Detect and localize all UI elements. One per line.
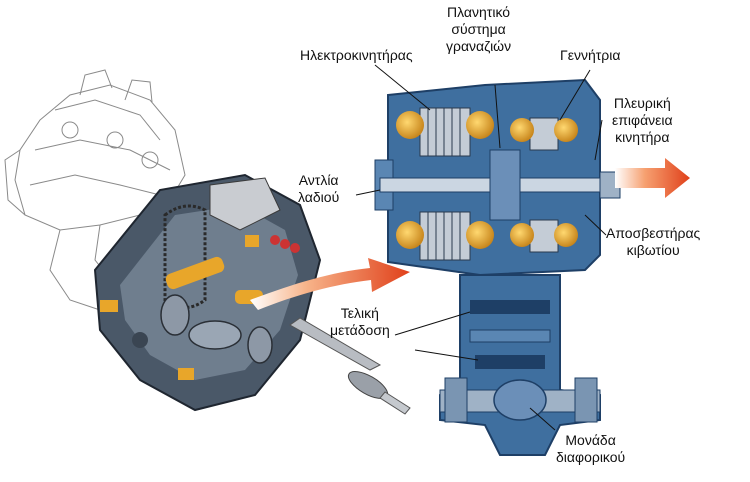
label-differential-line1: Μονάδα [565,432,616,448]
label-planetary-line2: σύστημα [451,21,506,37]
flow-arrow [250,258,410,310]
label-damper: Αποσβεστήρας κιβωτίου [606,225,700,259]
label-engine-side-line2: επιφάνεια [612,112,673,128]
label-motor: Ηλεκτροκινητήρας [300,47,413,64]
engine-side-arrow [615,158,690,198]
label-oil-pump: Αντλία λαδιού [298,172,339,206]
leader-lines [355,64,607,431]
label-final-drive: Τελική μετάδοση [330,305,390,339]
label-damper-line1: Αποσβεστήρας [606,225,701,241]
label-oil-pump-line1: Αντλία [298,172,339,188]
drive-shaft [289,317,411,415]
label-final-drive-line1: Τελική [340,305,379,321]
label-engine-side-line1: Πλευρική [613,95,671,111]
label-planetary-line3: γραναζιών [446,38,512,54]
sectional-view [374,78,621,456]
label-generator-text: Γεννήτρια [560,47,621,63]
label-final-drive-line2: μετάδοση [330,322,390,338]
label-generator: Γεννήτρια [560,47,620,64]
label-motor-text: Ηλεκτροκινητήρας [300,47,413,63]
transaxle-cutaway [93,173,322,412]
engine-outline [4,69,186,311]
label-planetary: Πλανητικό σύστημα γραναζιών [446,4,511,55]
label-differential-line2: διαφορικού [556,449,626,465]
label-damper-line2: κιβωτίου [626,242,680,258]
label-oil-pump-line2: λαδιού [298,189,340,205]
label-differential: Μονάδα διαφορικού [556,432,625,466]
label-planetary-line1: Πλανητικό [447,4,511,20]
label-engine-side-line3: κινητήρα [615,129,670,145]
label-engine-side: Πλευρική επιφάνεια κινητήρα [612,95,673,146]
